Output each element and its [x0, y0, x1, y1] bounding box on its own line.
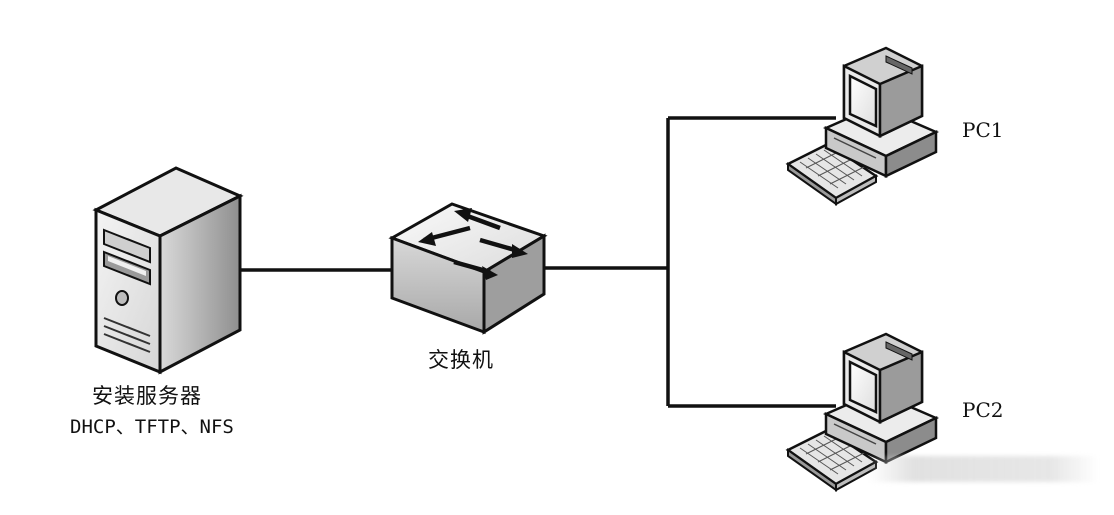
blurred-watermark — [868, 456, 1098, 482]
switch-label: 交换机 — [428, 344, 494, 374]
server-tower-icon — [96, 168, 240, 372]
server-title: 安装服务器 — [92, 380, 202, 410]
desktop-computer-icon — [788, 48, 936, 204]
network-switch-icon — [392, 204, 544, 332]
pc2-label: PC2 — [962, 398, 1003, 422]
pc1-label: PC1 — [962, 118, 1003, 142]
server-services: DHCP、TFTP、NFS — [70, 412, 234, 439]
